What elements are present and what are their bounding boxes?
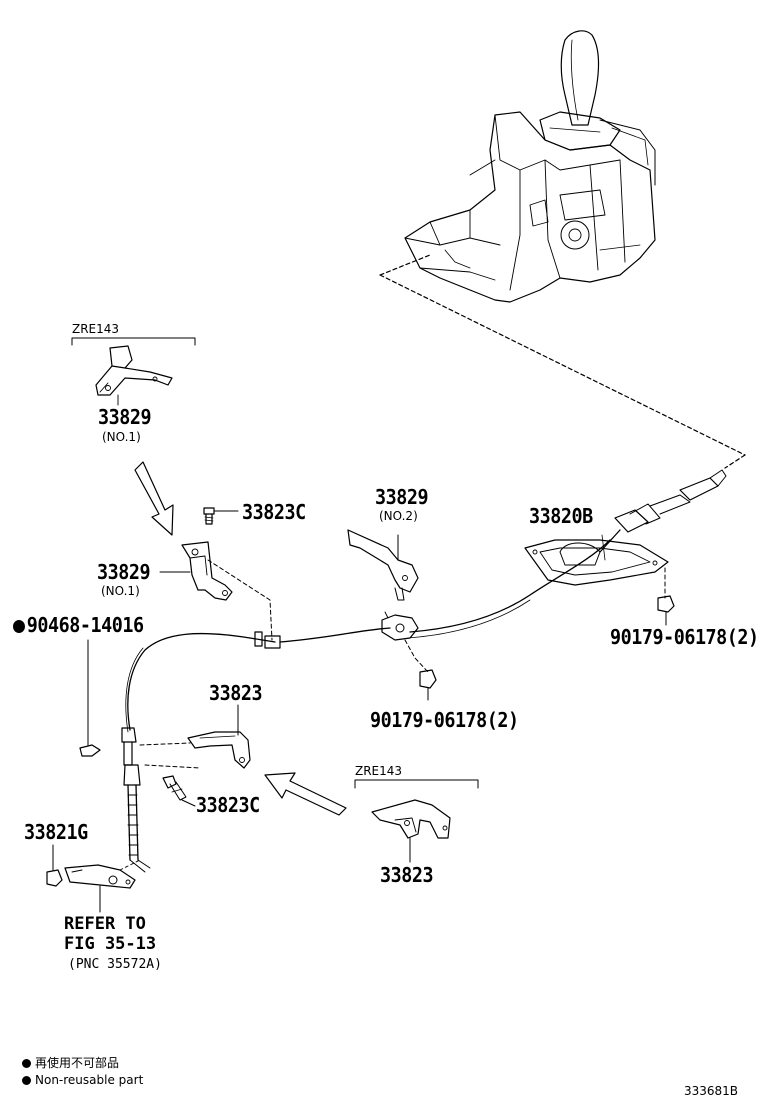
refer-line2: FIG 35-13: [64, 934, 157, 954]
legend-line-jp: 再使用不可部品: [22, 1056, 119, 1070]
group-label-zre143-upper: ZRE143: [72, 322, 120, 336]
nut-center-icon: [419, 669, 437, 701]
arrow-upper-icon: [134, 461, 174, 536]
part-number-bracket-no2: 33829: [375, 485, 429, 509]
part-note-bracket-no2: (NO.2): [379, 509, 418, 523]
non-reusable-dot-icon: [13, 620, 25, 633]
shift-lever-assembly-icon: [404, 30, 656, 303]
part-number-nut-right: 90179-06178(2): [610, 625, 759, 649]
part-number-cable-assy: 33820B: [529, 504, 593, 528]
legend-dot-icon: [22, 1076, 31, 1085]
bracket-no1-icon: [159, 541, 233, 601]
clip-icon: [79, 639, 101, 757]
refer-line1: REFER TO: [64, 914, 146, 934]
part-note-bracket-upper: (NO.1): [102, 430, 141, 444]
part-number-nut-center: 90179-06178(2): [370, 708, 519, 732]
part-number-bracket-no1: 33829: [97, 560, 151, 584]
arrow-lower-icon: [264, 772, 347, 816]
part-number-bolt-upper: 33823C: [242, 500, 306, 524]
legend-line-en: Non-reusable part: [22, 1073, 143, 1087]
part-number-bolt-lower: 33823C: [196, 793, 260, 817]
part-number-bracket-lower: 33823: [209, 681, 263, 705]
part-number-clip-text: 90468-14016: [26, 613, 144, 637]
part-number-bracket-upper: 33829: [98, 405, 152, 429]
legend-text-jp: 再使用不可部品: [35, 1056, 120, 1070]
retainer-icon: [46, 844, 63, 887]
nut-right-icon: [657, 595, 675, 626]
lever-plate-icon: [64, 859, 141, 913]
cable-lower-end-icon: [121, 727, 151, 873]
bracket-zre143-lower-icon: [371, 799, 451, 863]
group-label-zre143-lower: ZRE143: [355, 764, 403, 778]
figure-id: 333681B: [684, 1084, 739, 1098]
part-number-retainer: 33821G: [24, 820, 88, 844]
bracket-zre143-upper-icon: [95, 345, 173, 406]
part-note-bracket-no1: (NO.1): [101, 584, 140, 598]
legend-text-en: Non-reusable part: [35, 1073, 144, 1087]
leader-housing: [379, 254, 746, 469]
legend-dot-icon: [22, 1059, 31, 1068]
bracket-lower-icon: [187, 704, 251, 769]
part-number-clip: 90468-14016: [13, 614, 144, 636]
refer-line3: (PNC 35572A): [68, 957, 162, 972]
cable-assy-plate-icon: [524, 469, 727, 586]
bolt-upper-icon: [203, 507, 239, 525]
shift-cable-icon: [125, 539, 611, 733]
bolt-lower-icon: [162, 775, 196, 807]
part-number-bracket-zre143-lower: 33823: [380, 863, 434, 887]
bracket-no2-icon: [347, 529, 419, 641]
